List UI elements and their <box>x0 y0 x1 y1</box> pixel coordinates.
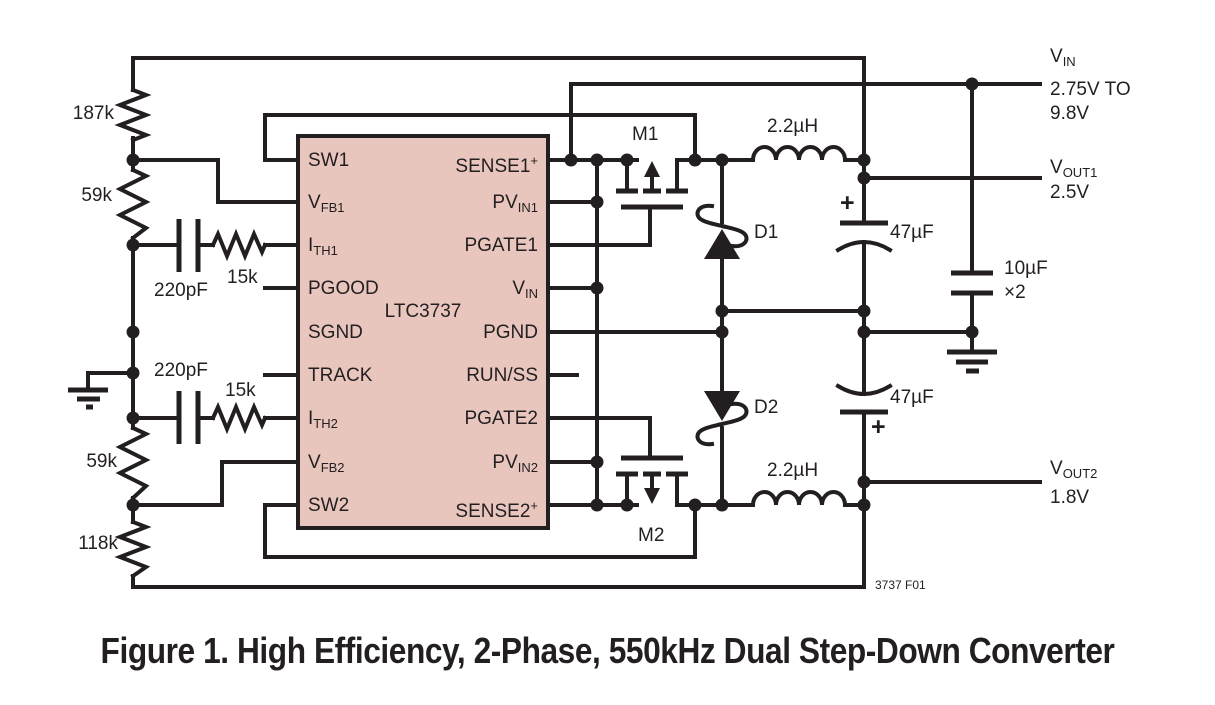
resistor-label-15k-2: 15k <box>225 380 256 401</box>
wires <box>131 56 1042 589</box>
inductor-l2-symbol <box>750 490 848 508</box>
port-vout2-value: 1.8V <box>1050 487 1090 508</box>
figure-caption: Figure 1. High Efficiency, 2-Phase, 550k… <box>100 630 1115 671</box>
sw1-route <box>263 113 697 162</box>
resistor-15k-2 <box>210 401 268 435</box>
capacitor-220pf-1 <box>176 219 201 272</box>
pgnd-ladder <box>546 309 974 334</box>
ic-pin-pvin2: PVIN2 <box>492 452 538 475</box>
polarity-plus-2: + <box>871 413 886 441</box>
ic-body <box>296 134 550 530</box>
ic-pin-pvin1: PVIN1 <box>492 192 538 215</box>
capacitor-10uf <box>951 270 993 296</box>
sw2-route <box>263 503 697 559</box>
mosfet-label-m1: M1 <box>632 124 659 145</box>
resistor-187k <box>114 87 152 143</box>
figure-reference: 3737 F01 <box>875 578 926 592</box>
diode-label-d1: D1 <box>754 222 779 243</box>
ic-pin-sgnd: SGND <box>308 322 363 343</box>
vfb2-route <box>131 460 300 507</box>
resistor-59k-1 <box>115 167 151 241</box>
port-vin-range-2: 9.8V <box>1050 103 1090 124</box>
junction-dots <box>126 77 979 512</box>
capacitor-label-10uf-mult: ×2 <box>1004 282 1026 303</box>
resistor-label-59k-2: 59k <box>86 451 117 472</box>
resistor-label-187k: 187k <box>72 103 114 124</box>
port-label-vin: VIN <box>1050 46 1076 69</box>
ground-symbol-right <box>947 349 997 374</box>
resistor-label-118k: 118k <box>78 533 118 554</box>
mosfet-m2-symbol <box>546 416 688 507</box>
schottky-diode-d2 <box>695 391 749 447</box>
pin-stubs <box>263 286 579 377</box>
ic-pin-sense2: SENSE2+ <box>455 498 538 522</box>
inductor-l1-symbol <box>750 145 848 163</box>
vfb1-route <box>131 158 300 204</box>
ic-pin-pgood: PGOOD <box>308 278 379 299</box>
capacitor-label-47uf-1: 47µF <box>890 222 934 243</box>
ic-pin-ith1: ITH1 <box>308 235 338 258</box>
capacitor-47uf-1 <box>835 220 893 253</box>
ic-part-number: LTC3737 <box>384 301 462 322</box>
ic-pin-pgate2: PGATE2 <box>464 408 538 429</box>
ic-pin-vfb1: VFB1 <box>308 192 345 215</box>
capacitor-label-47uf-2: 47µF <box>890 387 934 408</box>
vin-rail <box>569 82 1042 162</box>
capacitor-label-10uf: 10µF <box>1004 258 1048 279</box>
port-label-vout1: VOUT1 <box>1050 157 1098 180</box>
port-vin-range-1: 2.75V TO <box>1050 79 1131 100</box>
ic-pin-track: TRACK <box>308 365 373 386</box>
ic-pin-pgnd: PGND <box>483 322 538 343</box>
ground-symbol-left <box>68 371 135 410</box>
inductor-label-l1: 2.2µH <box>767 116 819 137</box>
capacitor-label-220pf-2: 220pF <box>154 360 208 381</box>
capacitor-220pf-2 <box>176 391 201 444</box>
ic-pin-ith2: ITH2 <box>308 408 338 431</box>
diode-label-d2: D2 <box>754 397 779 418</box>
port-label-vout2: VOUT2 <box>1050 458 1098 481</box>
ic-pin-sw2: SW2 <box>308 495 350 516</box>
resistor-118k <box>114 519 152 579</box>
resistor-label-59k-1: 59k <box>81 185 112 206</box>
ic-pin-pgate1: PGATE1 <box>464 235 538 256</box>
schottky-diode-d1 <box>695 203 749 259</box>
ic-pin-vin: VIN <box>512 278 538 301</box>
capacitor-label-220pf-1: 220pF <box>154 280 208 301</box>
capacitor-47uf-2 <box>835 383 893 415</box>
polarity-plus-1: + <box>840 189 855 217</box>
resistor-15k-1 <box>210 228 268 262</box>
ic-pin-sw1: SW1 <box>308 150 350 171</box>
ic-pin-runss: RUN/SS <box>466 365 538 386</box>
inductor-label-l2: 2.2µH <box>767 460 819 481</box>
ic-pin-vfb2: VFB2 <box>308 452 345 475</box>
resistor-label-15k-1: 15k <box>227 267 258 288</box>
resistor-59k-2 <box>115 425 151 501</box>
mosfet-label-m2: M2 <box>638 525 665 546</box>
vin-feed-column <box>546 158 599 507</box>
port-vout1-value: 2.5V <box>1050 182 1090 203</box>
ic-pin-sense1: SENSE1+ <box>455 153 538 177</box>
